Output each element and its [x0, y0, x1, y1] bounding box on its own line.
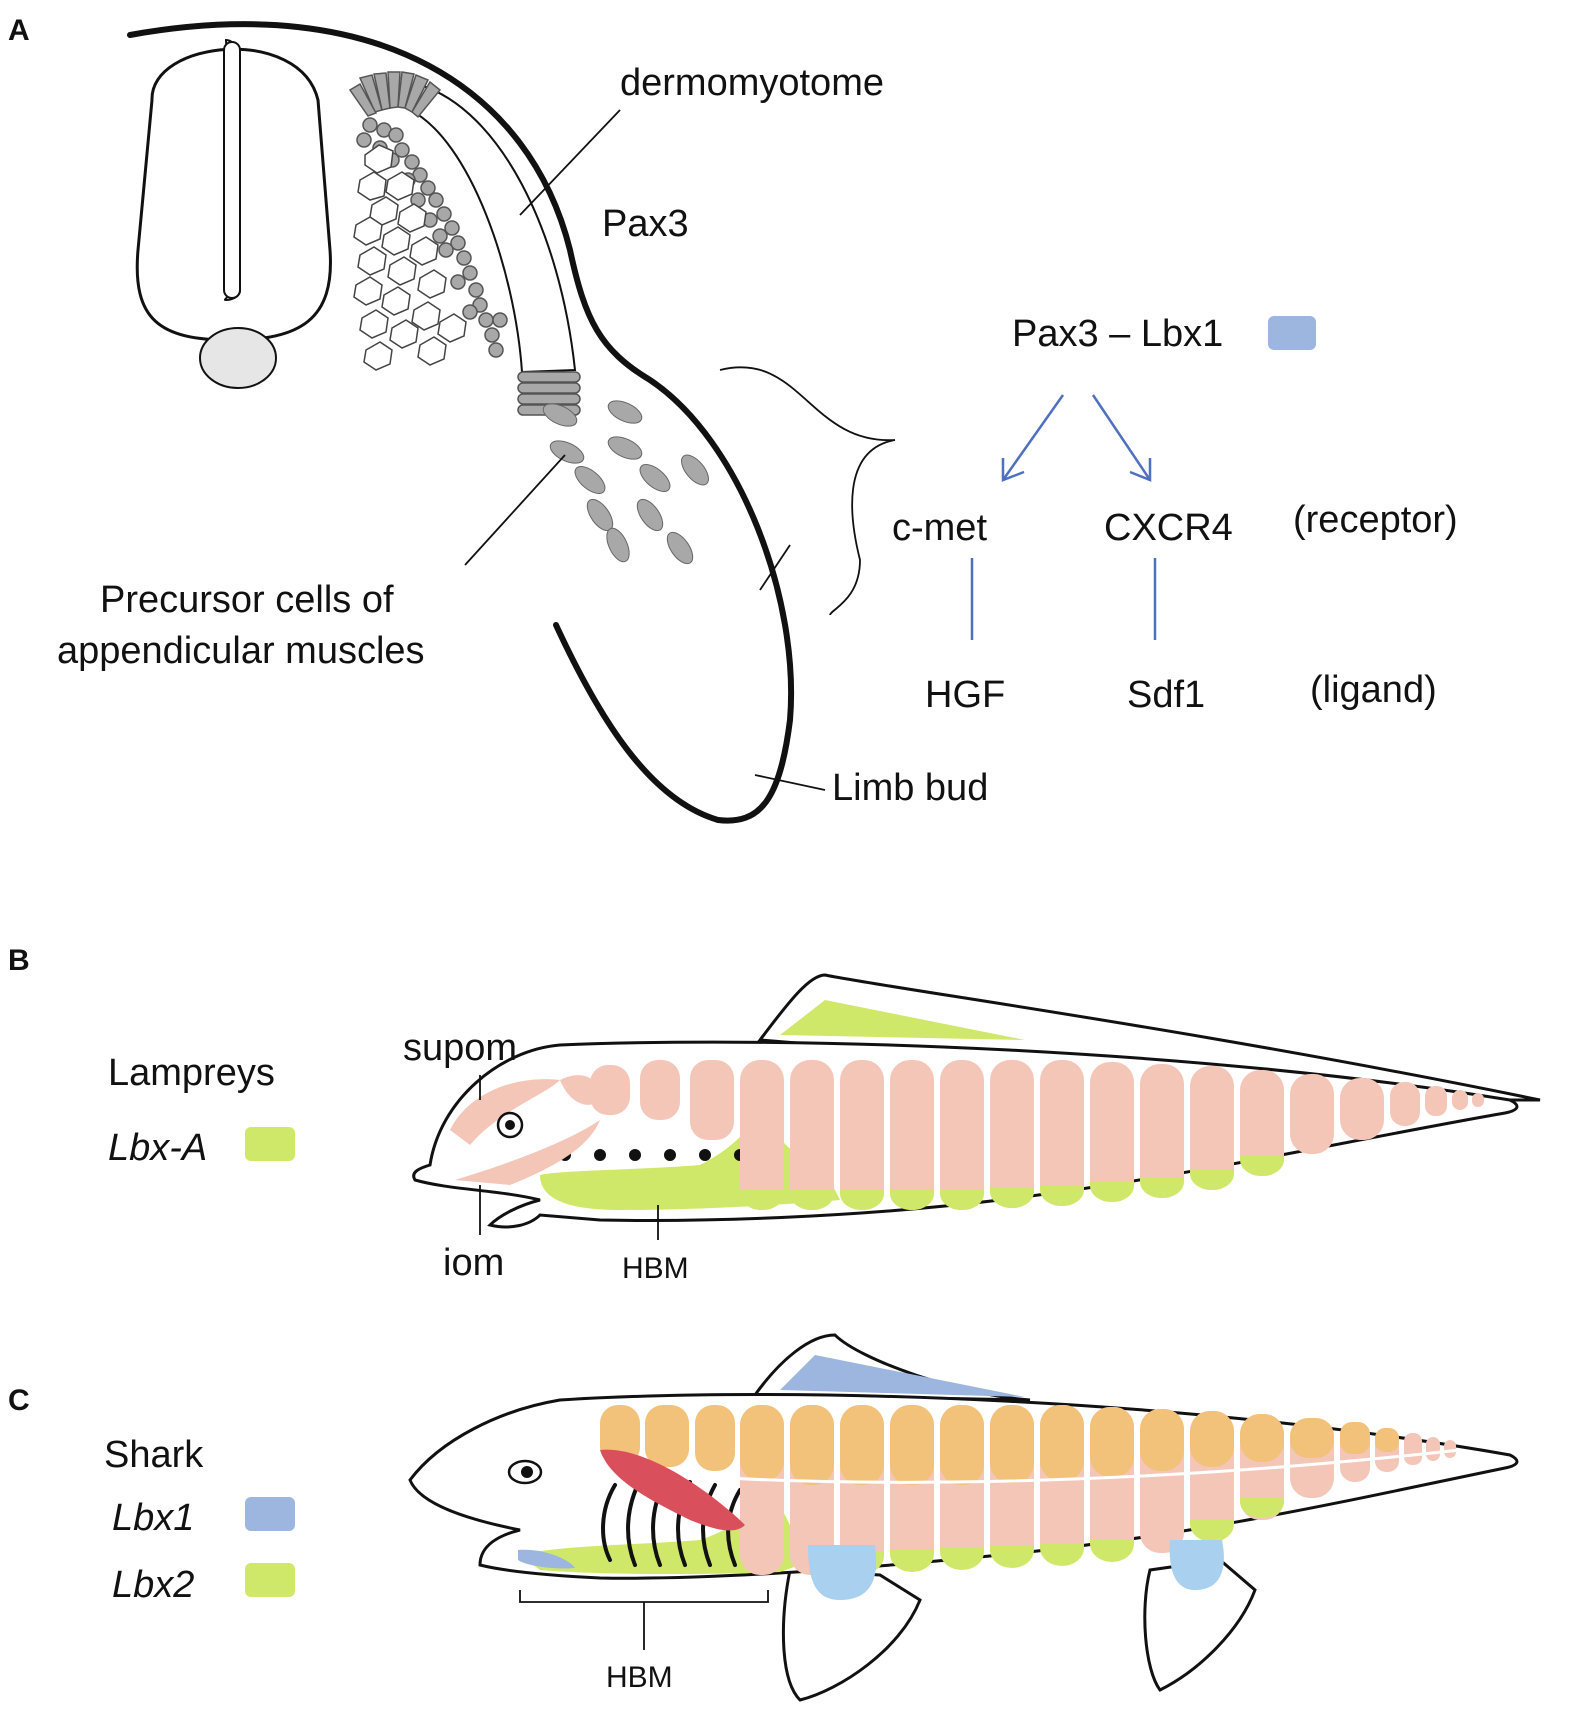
panel-label-a: A — [8, 14, 30, 47]
notochord — [199, 327, 277, 389]
shark-horizontal-septum — [619, 1448, 1461, 1484]
arrow-to-cmet — [1001, 394, 1065, 481]
lamprey-myotomes — [740, 1060, 1484, 1210]
label-precursor-line2: appendicular muscles — [57, 630, 425, 672]
shark-hbm-lbx1 — [518, 1549, 575, 1569]
limb-bud-ventral-outline — [553, 622, 721, 823]
label-lbx-a: Lbx-A — [108, 1127, 207, 1169]
label-shark: Shark — [104, 1434, 204, 1476]
limb-bud-leader — [754, 774, 826, 791]
panel-a-embryo — [127, 21, 794, 824]
shark-fin-muscle-lbx1 — [780, 1355, 1025, 1397]
lbx2-swatch — [245, 1563, 295, 1597]
sclerotome-cells — [353, 144, 467, 371]
limb-bracket — [719, 366, 896, 616]
lamprey-body — [412, 973, 1541, 1229]
pax3-lbx1-pathway: Pax3 – Lbx1 c-met CXCR4 (receptor) HGF S… — [892, 313, 1458, 716]
label-hbm-b: HBM — [622, 1252, 689, 1285]
myotome-cells — [356, 117, 508, 358]
panel-label-b: B — [8, 944, 30, 977]
label-cxcr4: CXCR4 — [1104, 507, 1233, 549]
shark-pelvic-fin-muscle — [1169, 1540, 1224, 1590]
dermomyotome-leader — [519, 109, 621, 216]
label-pax3: Pax3 — [602, 203, 689, 245]
dermomyotome-band — [408, 83, 577, 374]
ectoderm-outline — [127, 21, 794, 824]
shark-pectoral-fin-muscle — [808, 1545, 877, 1600]
label-ligand: (ligand) — [1310, 669, 1437, 711]
limb-tick — [759, 544, 791, 591]
lbx1-swatch-c — [245, 1497, 295, 1531]
label-supom: supom — [403, 1027, 517, 1069]
shark-pectoral-fin — [781, 1568, 922, 1702]
label-lbx2: Lbx2 — [112, 1564, 194, 1606]
label-lbx1: Lbx1 — [112, 1497, 194, 1539]
label-cmet: c-met — [892, 507, 987, 549]
precursor-leader — [464, 454, 566, 566]
lbx1-swatch-a — [1268, 316, 1316, 350]
dorsal-lip-cells — [348, 71, 442, 119]
hbm-bracket-c — [519, 1590, 769, 1603]
shark-pelvic-fin — [1143, 1558, 1257, 1692]
label-hbm-c: HBM — [606, 1661, 673, 1694]
label-sdf1: Sdf1 — [1127, 674, 1205, 716]
lbx-a-swatch — [245, 1127, 295, 1161]
label-lampreys: Lampreys — [108, 1052, 275, 1094]
arrow-to-cxcr4 — [1091, 394, 1152, 481]
label-precursor-line1: Precursor cells of — [100, 579, 394, 621]
lamprey-fin-muscle — [780, 1000, 1025, 1040]
lamprey-head-muscles — [450, 1060, 734, 1185]
shark-myotomes — [600, 1405, 1456, 1575]
label-hgf: HGF — [925, 674, 1005, 716]
panel-label-c: C — [8, 1384, 30, 1417]
label-limb-bud: Limb bud — [832, 767, 988, 809]
label-iom: iom — [443, 1242, 504, 1284]
pathway-top: Pax3 – Lbx1 — [1012, 313, 1223, 355]
shark-red-muscle — [600, 1449, 745, 1531]
label-receptor: (receptor) — [1293, 499, 1458, 541]
shark-body — [408, 1333, 1519, 1702]
migrating-precursor-cells — [542, 400, 709, 565]
label-dermomyotome: dermomyotome — [620, 62, 884, 104]
